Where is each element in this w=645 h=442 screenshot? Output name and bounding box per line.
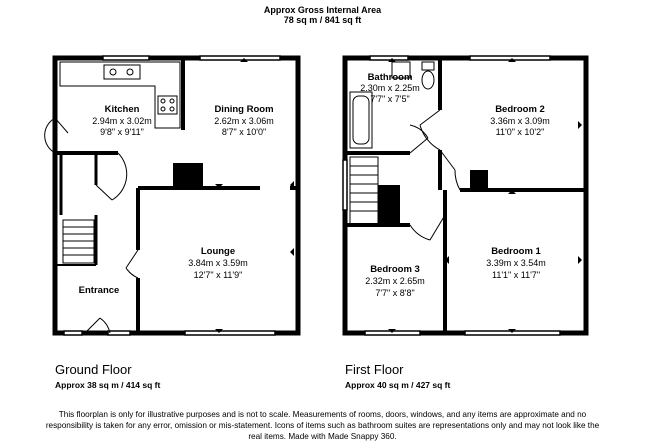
gross-area-value: 78 sq m / 841 sq ft [283, 15, 362, 25]
bedroom2-label: Bedroom 2 [495, 104, 545, 115]
gross-area-title: Approx Gross Internal Area [263, 5, 382, 15]
ground-floor-area: Approx 38 sq m / 414 sq ft [55, 380, 161, 390]
lounge-metric: 3.84m x 3.59m [188, 258, 248, 268]
dining-room-label: Dining Room [214, 104, 273, 115]
dining-room-metric: 2.62m x 3.06m [214, 116, 274, 126]
ground-markers [215, 58, 294, 333]
ground-outer-wall [52, 55, 301, 336]
bedroom1-imperial: 11'1" x 11'7" [492, 270, 540, 280]
dining-room-imperial: 8'7" x 10'0" [222, 127, 266, 137]
bathroom-metric: 2.30m x 2.25m [360, 83, 420, 93]
floorplan-drawing: Kitchen 2.94m x 3.02m 9'8" x 9'11" Dinin… [44, 55, 589, 336]
bathroom-imperial: 7'7" x 7'5" [370, 94, 409, 104]
first-floor-area: Approx 40 sq m / 427 sq ft [345, 380, 451, 390]
kitchen-label: Kitchen [105, 104, 140, 115]
bathroom-fixtures [349, 61, 435, 149]
kitchen-imperial: 9'8" x 9'11" [100, 127, 144, 137]
entrance-label: Entrance [79, 285, 120, 296]
bedroom3-imperial: 7'7" x 8'8" [375, 288, 414, 298]
disclaimer-text: This floorplan is only for illustrative … [45, 410, 600, 441]
bedroom3-metric: 2.32m x 2.65m [365, 276, 425, 286]
bedroom3-label: Bedroom 3 [370, 264, 420, 275]
bedroom1-label: Bedroom 1 [491, 246, 541, 257]
cupboard-block [470, 170, 488, 190]
bathroom-label: Bathroom [368, 72, 413, 83]
kitchen-metric: 2.94m x 3.02m [92, 116, 152, 126]
lounge-imperial: 12'7" x 11'9" [194, 270, 243, 280]
first-doors [409, 109, 461, 241]
chimney-breast [173, 163, 203, 187]
first-markers [388, 58, 582, 333]
first-floor-title: First Floor [345, 362, 404, 377]
ground-windows [63, 55, 281, 336]
ground-floor-title: Ground Floor [55, 362, 132, 377]
lounge-label: Lounge [201, 246, 235, 257]
ground-doors [44, 117, 139, 334]
bedroom1-metric: 3.39m x 3.54m [486, 258, 546, 268]
bedroom2-metric: 3.36m x 3.09m [490, 116, 550, 126]
first-stairs [349, 156, 379, 226]
ground-floor-plan [44, 55, 301, 336]
kitchen-units [59, 61, 181, 129]
first-floor-plan [342, 55, 589, 336]
ground-stairs [62, 219, 95, 264]
stair-block [378, 185, 400, 225]
bedroom2-imperial: 11'0" x 10'2" [496, 127, 545, 137]
